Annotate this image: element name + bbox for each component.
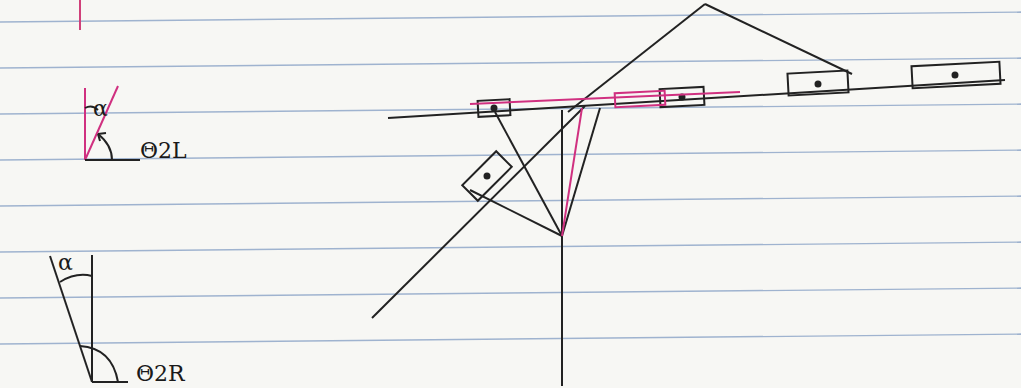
- crank-angle-label: Θ2R: [136, 363, 185, 385]
- angle-label: α: [58, 252, 73, 274]
- crank-angle-label: Θ2L: [140, 140, 187, 162]
- angle-label: α: [93, 98, 108, 120]
